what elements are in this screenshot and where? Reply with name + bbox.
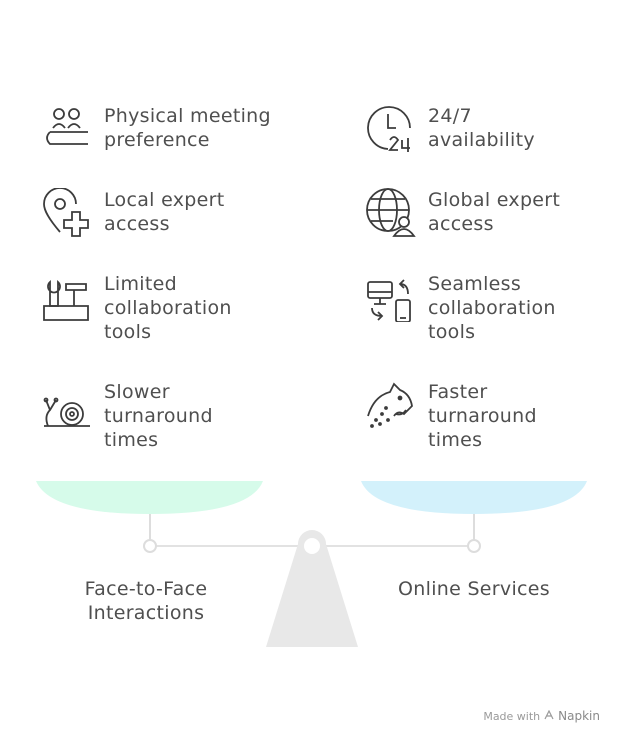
right-item-1: 24/7 availability	[366, 104, 535, 154]
left-item-4-label: Slower turnaround times	[104, 381, 213, 451]
balance-scale	[36, 481, 587, 647]
right-item-2-label: Global expert access	[428, 189, 561, 235]
watermark-prefix: Made with	[483, 709, 541, 723]
left-side-title: Face-to-Face Interactions	[84, 578, 208, 624]
cheetah-icon	[366, 380, 416, 430]
left-item-4: Slower turnaround times	[42, 380, 213, 452]
left-pan	[36, 481, 263, 514]
pivot-hole	[304, 538, 320, 554]
right-item-2: Global expert access	[366, 188, 560, 238]
left-beam-joint	[143, 539, 157, 553]
napkin-watermark[interactable]: Made with Napkin	[483, 709, 600, 723]
right-item-4-label: Faster turnaround times	[428, 381, 537, 451]
right-item-3-label: Seamless collaboration tools	[428, 273, 556, 343]
toolbox-icon	[42, 272, 92, 322]
left-item-2-label: Local expert access	[104, 189, 225, 235]
napkin-logo-icon	[544, 709, 554, 723]
right-item-3: Seamless collaboration tools	[366, 272, 556, 344]
snail-icon	[42, 380, 92, 430]
left-item-1: Physical meeting preference	[42, 104, 271, 154]
right-item-1-label: 24/7 availability	[428, 105, 535, 151]
left-item-1-label: Physical meeting preference	[104, 105, 271, 151]
left-item-3: Limited collaboration tools	[42, 272, 232, 344]
watermark-brand: Napkin	[558, 709, 600, 723]
location-plus-icon	[42, 188, 92, 238]
left-item-3-label: Limited collaboration tools	[104, 273, 232, 343]
clock-24-icon	[366, 104, 416, 154]
right-side-title: Online Services	[398, 578, 550, 600]
devices-sync-icon	[366, 272, 416, 322]
right-pan	[361, 481, 587, 514]
left-item-2: Local expert access	[42, 188, 225, 238]
right-beam-joint	[467, 539, 481, 553]
scale-stand	[266, 530, 358, 647]
right-item-4: Faster turnaround times	[366, 380, 537, 452]
people-meeting-icon	[42, 104, 92, 154]
globe-person-icon	[366, 188, 416, 238]
